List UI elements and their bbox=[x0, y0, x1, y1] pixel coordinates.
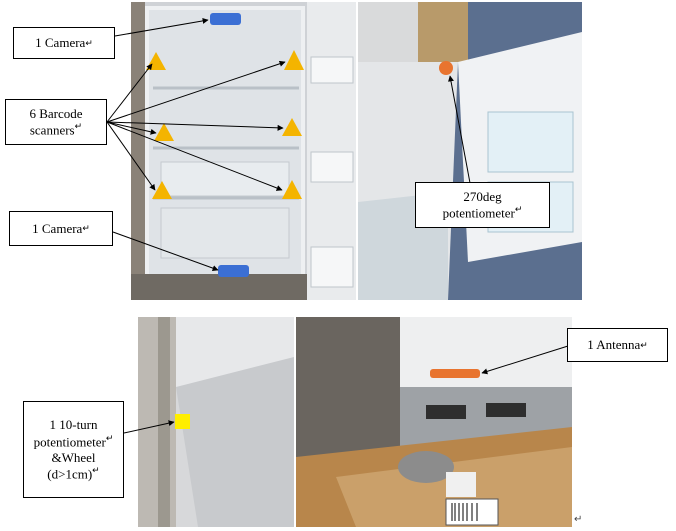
arrow-potentiometer bbox=[448, 75, 471, 184]
scanner-marker-6 bbox=[282, 180, 302, 199]
ten-turn-marker bbox=[175, 414, 190, 429]
scanner-marker-3 bbox=[154, 123, 174, 141]
antenna-label: 1 Antenna↵ bbox=[567, 328, 668, 362]
freezer-door-photo bbox=[358, 2, 582, 300]
fridge-interior-photo bbox=[131, 2, 356, 300]
arrow-scanner-1 bbox=[106, 63, 153, 123]
potentiometer-270-label: 270deg potentiometer↵ bbox=[415, 182, 550, 228]
paragraph-return-mark: ↵ bbox=[574, 514, 583, 525]
scanner-marker-2 bbox=[284, 50, 304, 70]
arrow-camera-top bbox=[114, 17, 209, 37]
scanner-marker-4 bbox=[282, 118, 302, 136]
arrow-scanner-4 bbox=[106, 121, 284, 131]
camera-marker-bottom bbox=[218, 265, 249, 277]
potentiometer-marker bbox=[439, 61, 453, 75]
arrow-scanner-2 bbox=[106, 60, 286, 123]
arrow-scanner-3 bbox=[106, 121, 157, 135]
barcode-scanners-label: 6 Barcode scanners↵ bbox=[5, 99, 107, 145]
arrow-scanner-6 bbox=[106, 121, 283, 191]
scanner-marker-5 bbox=[152, 181, 172, 199]
camera-bottom-label: 1 Camera↵ bbox=[9, 211, 113, 246]
arrow-ten-turn bbox=[123, 420, 175, 434]
arrow-antenna bbox=[481, 345, 569, 375]
camera-marker-top bbox=[210, 13, 241, 25]
arrow-camera-bottom bbox=[112, 231, 219, 271]
antenna-marker bbox=[430, 369, 480, 378]
arrow-scanner-5 bbox=[106, 121, 156, 191]
camera-top-label: 1 Camera↵ bbox=[13, 27, 115, 59]
ten-turn-potentiometer-label: 1 10-turn potentiometer↵ &Wheel (d>1cm)↵ bbox=[23, 401, 124, 498]
side-wheel-photo bbox=[138, 317, 294, 527]
bottom-antenna-photo bbox=[296, 317, 572, 527]
